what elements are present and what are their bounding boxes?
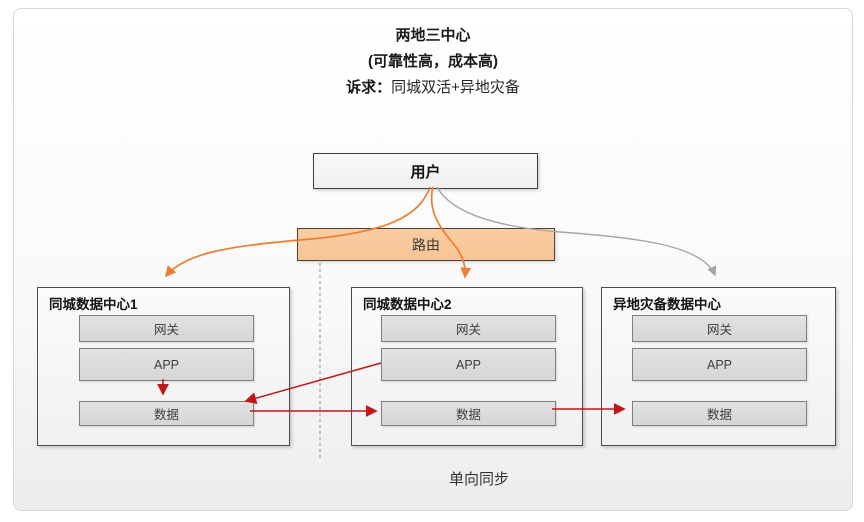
city1-app-node: APP (79, 348, 254, 381)
city2-gateway-node: 网关 (381, 315, 556, 342)
city2-app-node: APP (381, 348, 556, 381)
diagram-frame: 两地三中心 (可靠性高，成本高) 诉求：同城双活+异地灾备 用户 路由 同城数据… (13, 8, 853, 511)
remote-gateway-node: 网关 (632, 315, 807, 342)
remote-app-node: APP (632, 348, 807, 381)
one-way-sync-label: 单向同步 (448, 471, 509, 488)
demand-label: 诉求： (346, 79, 392, 96)
demand-text: 同城双活+异地灾备 (391, 79, 520, 96)
diagram-header: 两地三中心 (可靠性高，成本高) 诉求：同城双活+异地灾备 (14, 23, 852, 101)
datacenter-city1: 同城数据中心1 网关 APP 数据 (37, 287, 290, 446)
datacenter-city1-title: 同城数据中心1 (49, 297, 138, 312)
datacenter-city2-title: 同城数据中心2 (363, 297, 452, 312)
user-node: 用户 (313, 153, 538, 189)
user-node-label: 用户 (410, 163, 441, 181)
datacenter-city2: 同城数据中心2 网关 APP 数据 (351, 287, 583, 446)
remote-data-node: 数据 (632, 401, 807, 426)
city2-data-node: 数据 (381, 401, 556, 426)
router-node-label: 路由 (412, 236, 440, 253)
diagram-subtitle: (可靠性高，成本高) (368, 53, 498, 70)
datacenter-remote-dr-title: 异地灾备数据中心 (613, 297, 721, 312)
diagram-title: 两地三中心 (395, 27, 471, 44)
datacenter-remote-dr: 异地灾备数据中心 网关 APP 数据 (601, 287, 836, 446)
city1-data-node: 数据 (79, 401, 254, 426)
router-node: 路由 (297, 228, 555, 261)
diagram-demand: 诉求：同城双活+异地灾备 (14, 75, 852, 101)
city1-gateway-node: 网关 (79, 315, 254, 342)
